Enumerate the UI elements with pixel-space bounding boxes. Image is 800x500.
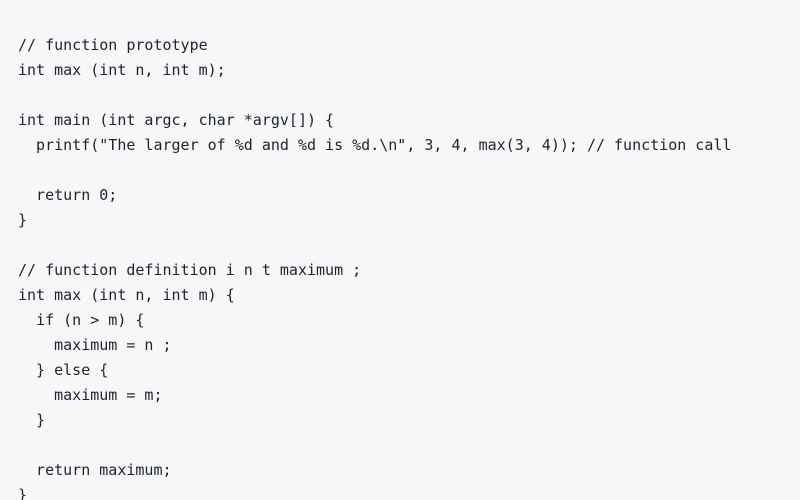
code-line-main-signature: int main (int argc, char *argv[]) {	[18, 111, 335, 129]
code-line-prototype: int max (int n, int m);	[18, 61, 226, 79]
code-line-max-signature: int max (int n, int m) {	[18, 286, 235, 304]
code-line-if-close: }	[18, 411, 46, 429]
code-line-return-zero: return 0;	[18, 186, 118, 204]
code-line-assign-n: maximum = n ;	[18, 336, 172, 354]
code-line-if: if (n > m) {	[18, 311, 145, 329]
code-line-max-close: }	[18, 486, 28, 500]
code-line-return-maximum: return maximum;	[18, 461, 172, 479]
code-block: #include <stdio.h> // function prototype i…	[18, 0, 731, 500]
code-line-comment-definition: // function definition i n t maximum ;	[18, 261, 362, 279]
code-line-comment-prototype: // function prototype	[18, 36, 208, 54]
code-line-printf: printf("The larger of %d and %d is %d.\n…	[18, 136, 732, 154]
code-line-blank	[18, 83, 731, 108]
code-line-blank	[18, 8, 731, 33]
code-line-blank	[18, 433, 731, 458]
code-line-assign-m: maximum = m;	[18, 386, 163, 404]
code-line-blank	[18, 158, 731, 183]
code-line-include: #include <stdio.h>	[18, 0, 731, 8]
code-line-blank	[18, 233, 731, 258]
code-line-main-close: }	[18, 211, 28, 229]
code-line-else: } else {	[18, 361, 109, 379]
